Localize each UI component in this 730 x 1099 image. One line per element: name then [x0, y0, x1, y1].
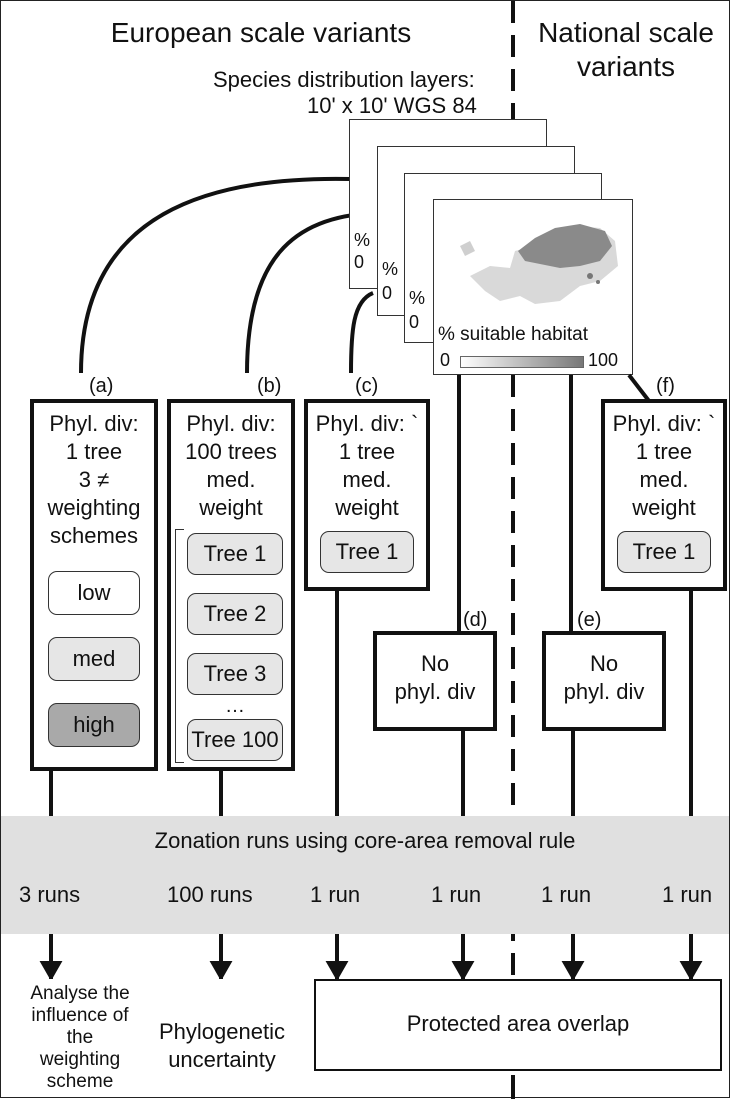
- outcome-a-line-2: influence of: [31, 1005, 129, 1026]
- variant-b-box: Phyl. div: 100 trees med. weight Tree 1 …: [167, 399, 295, 771]
- runs-b: 100 runs: [167, 882, 253, 907]
- layers-title-line2: 10' x 10' WGS 84: [307, 93, 477, 118]
- outcome-b-line-1: Phylogenetic: [159, 1019, 285, 1044]
- variant-a-line-5: schemes: [49, 523, 139, 548]
- variant-c-line-1: Phyl. div: `: [315, 411, 419, 436]
- variant-d-line-2: phyl. div: [394, 679, 476, 704]
- variant-c-tree: Tree 1: [320, 531, 414, 573]
- legend-label: % suitable habitat: [438, 324, 588, 345]
- variant-b-line-3: med.: [206, 467, 256, 492]
- variant-b-line-1: Phyl. div:: [186, 411, 276, 436]
- connector-d: [457, 375, 461, 655]
- map-layer-front: % suitable habitat 0 100: [433, 199, 633, 375]
- outcome-a-line-1: Analyse the: [30, 983, 130, 1004]
- outcome-a-line-5: scheme: [46, 1071, 114, 1092]
- legend-gradient: [460, 356, 584, 368]
- tree-1: Tree 1: [187, 533, 283, 575]
- variant-d-box: No phyl. div: [373, 631, 497, 731]
- tag-a: (a): [89, 375, 114, 397]
- variant-b-line-2: 100 trees: [185, 439, 277, 464]
- variant-a-line-2: 1 tree: [65, 439, 123, 464]
- runs-e: 1 run: [541, 882, 592, 907]
- variant-d-line-1: No: [420, 651, 450, 676]
- runs-d: 1 run: [431, 882, 482, 907]
- tag-e: (e): [577, 609, 602, 631]
- european-header: European scale variants: [110, 17, 412, 48]
- map-layer-3-zero: 0: [409, 312, 420, 332]
- variant-a-line-4: weighting: [47, 495, 141, 520]
- connector-a: [79, 176, 352, 374]
- map-layer-1-zero: 0: [354, 252, 365, 272]
- tree-bracket: [175, 529, 184, 763]
- variant-a-line-1: Phyl. div:: [49, 411, 139, 436]
- map-layer-2-pct: %: [382, 259, 399, 279]
- outcome-a-line-4: weighting: [39, 1049, 121, 1070]
- europe-map: [460, 224, 618, 304]
- tag-d: (d): [463, 609, 488, 631]
- scheme-med: med: [48, 637, 140, 681]
- protected-area-overlap-label: Protected area overlap: [406, 1011, 630, 1036]
- variant-b-line-4: weight: [199, 495, 263, 520]
- tag-b: (b): [257, 375, 282, 397]
- map-layer-2-zero: 0: [382, 283, 393, 303]
- variant-a-line-3: 3 ≠: [78, 467, 110, 492]
- zonation-title: Zonation runs using core-area removal ru…: [154, 828, 576, 853]
- variant-f-box: Phyl. div: ` 1 tree med. weight Tree 1: [601, 399, 727, 591]
- zonation-band: Zonation runs using core-area removal ru…: [1, 816, 729, 934]
- map-layer-1-pct: %: [354, 230, 371, 250]
- map-layer-3-pct: %: [409, 288, 426, 308]
- variant-c-line-2: 1 tree: [338, 439, 396, 464]
- variant-e-line-2: phyl. div: [563, 679, 645, 704]
- runs-a: 3 runs: [19, 882, 81, 907]
- variant-f-line-4: weight: [632, 495, 696, 520]
- variant-c-box: Phyl. div: ` 1 tree med. weight Tree 1: [304, 399, 430, 591]
- tree-2: Tree 2: [187, 593, 283, 635]
- tree-3: Tree 3: [187, 653, 283, 695]
- connector-b: [245, 211, 377, 374]
- tree-100: Tree 100: [187, 719, 283, 761]
- variant-c-line-4: weight: [335, 495, 399, 520]
- connector-c: [349, 291, 374, 374]
- variant-e-box: No phyl. div: [542, 631, 666, 731]
- connector-e: [569, 375, 573, 655]
- variant-f-line-3: med.: [639, 467, 689, 492]
- variant-c-line-3: med.: [342, 467, 392, 492]
- outcome-b-line-2: uncertainty: [168, 1047, 276, 1072]
- national-header-line1: National scale: [538, 17, 714, 48]
- variant-f-line-2: 1 tree: [635, 439, 693, 464]
- runs-c: 1 run: [310, 882, 361, 907]
- scheme-high: high: [48, 703, 140, 747]
- variant-f-line-1: Phyl. div: `: [612, 411, 716, 436]
- layers-title-line1: Species distribution layers:: [213, 67, 475, 92]
- tag-c: (c): [355, 375, 379, 397]
- variant-f-tree: Tree 1: [617, 531, 711, 573]
- national-header-line2: variants: [576, 51, 676, 82]
- variant-e-line-1: No: [589, 651, 619, 676]
- scheme-low: low: [48, 571, 140, 615]
- connector-f: [627, 373, 651, 403]
- protected-area-overlap-box: Protected area overlap: [314, 979, 722, 1071]
- legend-min: 0: [440, 350, 451, 370]
- tag-f: (f): [656, 375, 675, 397]
- tree-ellipsis: …: [225, 695, 245, 717]
- legend-max: 100: [588, 350, 619, 370]
- variant-a-box: Phyl. div: 1 tree 3 ≠ weighting schemes …: [30, 399, 158, 771]
- outcome-a-line-3: the: [66, 1027, 94, 1048]
- runs-f: 1 run: [662, 882, 713, 907]
